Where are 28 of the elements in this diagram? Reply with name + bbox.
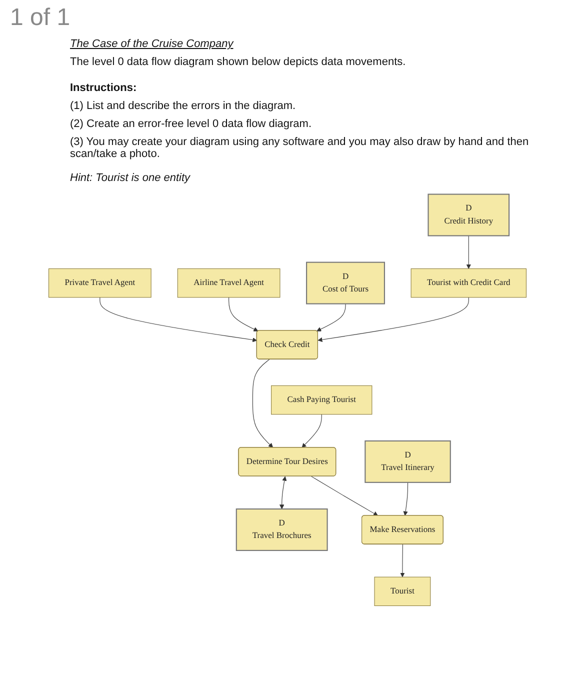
arrow xyxy=(403,482,408,516)
arrow xyxy=(228,297,258,332)
node-box: Private Travel Agent xyxy=(48,268,152,298)
arrow xyxy=(280,476,287,510)
node-box: D Travel Brochures xyxy=(236,508,328,551)
arrow xyxy=(302,414,322,448)
node-box: Airline Travel Agent xyxy=(177,268,280,298)
arrow xyxy=(252,359,274,448)
node-box: D Travel Itinerary xyxy=(364,440,451,483)
arrow xyxy=(318,297,469,342)
arrow xyxy=(316,304,346,332)
arrow xyxy=(310,476,378,516)
node-box: D Cost of Tours xyxy=(306,262,386,304)
node-box: Cash Paying Tourist xyxy=(271,385,372,415)
arrow xyxy=(466,235,471,269)
instructions-heading: Instructions: xyxy=(70,82,138,94)
hint-text: Hint: Tourist is one entity xyxy=(70,172,192,184)
arrow xyxy=(400,544,405,578)
instruction-item: (2) Create an error-free level 0 data flow diagram. xyxy=(70,118,312,130)
intro-text: The level 0 data flow diagram shown below depicts data movements. xyxy=(70,56,407,68)
page-counter: 1 of 1 xyxy=(10,4,72,32)
document-title: The Case of the Cruise Company xyxy=(70,38,235,50)
instruction-item: (1) List and describe the errors in the diagram. xyxy=(70,100,297,112)
node-box: Tourist xyxy=(374,576,431,606)
instruction-item: (3) You may create your diagram using any software and you may also draw by hand and then scan/take a photo. xyxy=(70,136,530,160)
arrow xyxy=(100,297,258,342)
node-box: Tourist with Credit Card xyxy=(410,268,526,298)
node-box: D Credit History xyxy=(428,194,510,236)
